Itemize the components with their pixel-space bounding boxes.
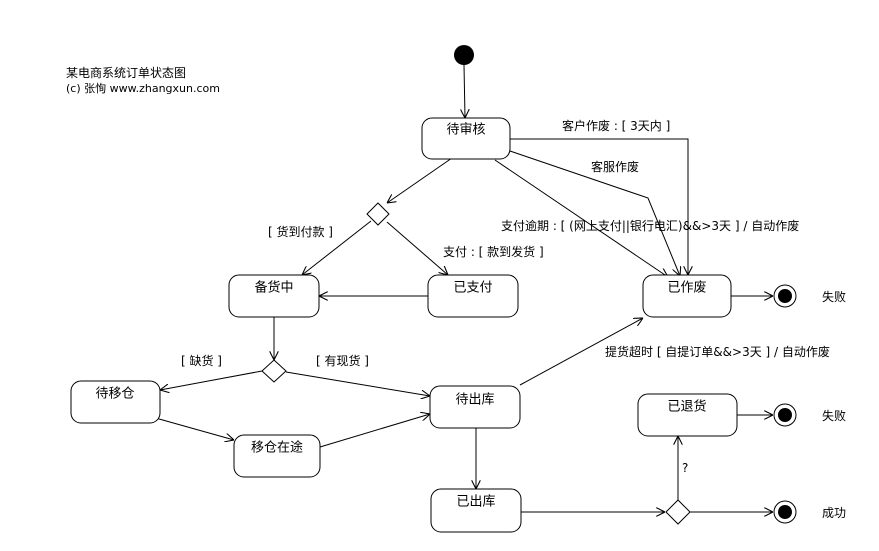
guard-out-of-stock: [ 缺货 ] [181,353,222,368]
edge-decision-to-paid [386,221,448,275]
edge-wait-to-transit [151,416,234,440]
state-stocking: 备货中 [228,274,320,318]
state-label: 待出库 [455,392,494,408]
initial-state [454,45,474,65]
guard-pickup-timeout: 提货超时 [ 自提订单&&>3天 ] / 自动作废 [605,344,830,359]
edge-decision-to-wait-transfer [160,370,263,390]
edge-transit-to-outbound [319,414,430,448]
decision-diamond-payment [366,202,390,226]
diagram-title: 某电商系统订单状态图 [66,65,186,80]
state-label: 已支付 [453,281,492,296]
state-pending-review: 待审核 [421,117,511,160]
edge-outbound-pickup-timeout [519,318,643,386]
state-label: 移仓在途 [251,440,303,456]
state-label: 备货中 [254,280,293,296]
guard-question: ? [682,461,688,475]
final-state-success [773,500,797,524]
state-returned: 已退货 [637,393,738,437]
guard-cod: [ 货到付款 ] [268,224,333,239]
guard-pay-overdue: 支付逾期 : [ (网上支付||银行电汇)&&>3天 ] / 自动作废 [501,218,799,233]
state-cancelled: 已作废 [642,274,732,318]
final-label-success: 成功 [822,506,846,520]
state-shipped: 已出库 [430,488,522,533]
edge-review-overdue-cancel [494,159,668,277]
state-label: 待移仓 [95,387,134,402]
edge-initial-to-review [464,64,465,118]
final-state-fail-returned [773,403,797,427]
guard-service-cancel: 客服作废 [591,159,639,174]
state-waiting-outbound: 待出库 [429,385,521,429]
state-label: 已作废 [667,280,706,296]
edge-review-to-decision [387,157,453,203]
state-label: 已退货 [667,399,706,415]
edge-decision-to-outbound [285,371,430,396]
state-waiting-transfer: 待移仓 [70,380,161,424]
state-label: 已出库 [456,494,495,510]
decision-diamond-delivery [665,499,691,525]
edge-decision-to-stocking [302,220,372,275]
decision-diamond-stock [261,359,287,383]
transitions [151,64,773,512]
guard-customer-cancel: 客户作废 : [ 3天内 ] [562,118,670,133]
state-transfer-in-transit: 移仓在途 [233,434,321,478]
state-label: 待审核 [446,123,485,138]
final-label-fail: 失败 [822,289,846,304]
copyright-text: (c) 张恂 www.zhangxun.com [66,81,220,95]
guard-pay: 支付 : [ 款到发货 ] [443,244,544,259]
state-paid: 已支付 [427,274,519,318]
guard-in-stock: [ 有现货 ] [316,353,369,368]
final-label-fail: 失败 [822,408,846,423]
edge-review-customer-cancel [510,138,688,275]
edge-review-service-cancel [509,150,680,276]
final-state-fail-cancelled [773,284,797,308]
